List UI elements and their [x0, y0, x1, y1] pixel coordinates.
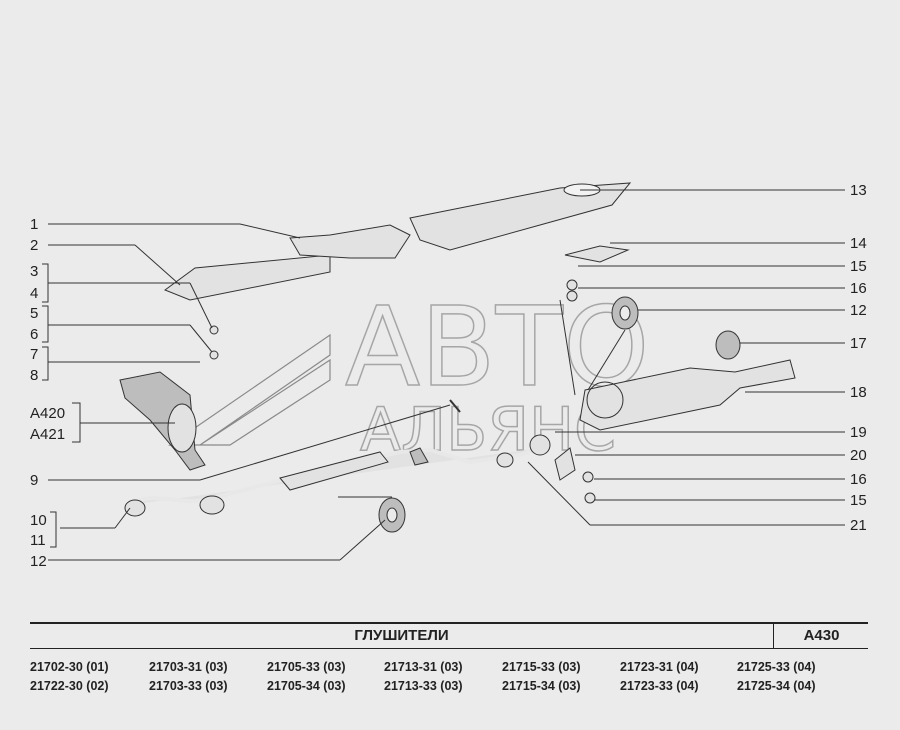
- model-column: 21703-31 (03) 21703-33 (03): [149, 658, 228, 696]
- heat-shields: [163, 182, 632, 301]
- middle-resonator: [279, 451, 389, 491]
- clamp-20: [409, 447, 429, 466]
- callout-a421: A421: [30, 426, 65, 443]
- callout-15-lower: 15: [850, 492, 867, 509]
- callout-15-upper: 15: [850, 258, 867, 275]
- callout-16-lower: 16: [850, 471, 867, 488]
- exhaust-manifold: [119, 325, 219, 471]
- model-code: 21715-34 (03): [502, 679, 581, 693]
- rubber-mount-17: [715, 330, 741, 360]
- model-column: 21713-31 (03) 21713-33 (03): [384, 658, 463, 696]
- sheet-code: A430: [803, 627, 840, 644]
- muffler-strap: [586, 381, 624, 419]
- callout-9: 9: [30, 472, 38, 489]
- model-column: 21705-33 (03) 21705-34 (03): [267, 658, 346, 696]
- model-code: 21703-33 (03): [149, 679, 228, 693]
- model-column: 21725-33 (04) 21725-34 (04): [737, 658, 816, 696]
- callout-5: 5: [30, 305, 38, 322]
- model-column: 21715-33 (03) 21715-34 (03): [502, 658, 581, 696]
- callout-10: 10: [30, 512, 47, 529]
- callout-1: 1: [30, 216, 38, 233]
- model-code: 21725-34 (04): [737, 679, 816, 693]
- callout-8: 8: [30, 367, 38, 384]
- front-pipe-inner: [128, 446, 541, 507]
- title-divider: [773, 624, 774, 648]
- rubber-mount-12-lower-hole: [386, 507, 398, 523]
- nut-5-6: [209, 350, 219, 360]
- exhaust-pipes: [124, 446, 541, 517]
- callout-20: 20: [850, 447, 867, 464]
- rear-muffler: [529, 359, 796, 481]
- bolt-9: [449, 399, 461, 413]
- clamp-20-rear: [554, 447, 576, 481]
- model-code: 21723-33 (04): [620, 679, 699, 693]
- callout-6: 6: [30, 326, 38, 343]
- callout-16-upper: 16: [850, 280, 867, 297]
- callout-12-lower: 12: [30, 553, 47, 570]
- section-title: ГЛУШИТЕЛИ: [354, 627, 449, 644]
- heat-shield-bracket: [289, 224, 411, 259]
- catalytic-converter: [167, 403, 197, 453]
- model-code: 21702-30 (01): [30, 660, 109, 674]
- model-code: 21723-31 (04): [620, 660, 699, 674]
- model-code: 21725-33 (04): [737, 660, 816, 674]
- model-code: 21713-33 (03): [384, 679, 463, 693]
- callout-11: 11: [30, 532, 46, 549]
- front-resonator: [199, 495, 225, 515]
- seal-ring: [496, 452, 514, 468]
- exhaust-parts-diagram: АВТО АЛЬЯНС: [30, 182, 867, 570]
- callout-17: 17: [850, 335, 867, 352]
- watermark: АВТО АЛЬЯНС: [168, 282, 650, 466]
- callout-7: 7: [30, 346, 38, 363]
- mount-plate: [564, 245, 630, 263]
- callout-12-upper: 12: [850, 302, 867, 319]
- rear-heat-shield: [409, 182, 632, 251]
- footer-title-row: ГЛУШИТЕЛИ A430: [30, 622, 868, 649]
- callout-2: 2: [30, 237, 38, 254]
- model-code: 21715-33 (03): [502, 660, 581, 674]
- muffler-clamp-19: [529, 434, 551, 456]
- callout-3: 3: [30, 263, 38, 280]
- callout-4: 4: [30, 285, 38, 302]
- callout-13: 13: [850, 182, 867, 199]
- callout-a420: A420: [30, 405, 65, 422]
- flange-10-11: [124, 499, 146, 517]
- muffler-body: [579, 359, 796, 431]
- model-code: 21705-33 (03): [267, 660, 346, 674]
- model-code: 21705-34 (03): [267, 679, 346, 693]
- front-heat-shield: [163, 254, 331, 301]
- callout-14: 14: [850, 235, 867, 252]
- washer-16-lower: [582, 471, 594, 483]
- nut-15-lower: [584, 492, 596, 504]
- rubber-mounts: [378, 279, 741, 533]
- callout-labels: 1 2 3 4 5 6 7 8 9 10 11 12 A420 A421 13 …: [30, 182, 867, 570]
- model-column: 21723-31 (04) 21723-33 (04): [620, 658, 699, 696]
- callout-brackets: [42, 263, 81, 548]
- callout-18: 18: [850, 384, 867, 401]
- leader-lines: [48, 189, 845, 561]
- model-code: 21713-31 (03): [384, 660, 463, 674]
- callout-19: 19: [850, 424, 867, 441]
- model-code: 21722-30 (02): [30, 679, 109, 693]
- nut-15: [566, 279, 578, 291]
- callout-21: 21: [850, 517, 867, 534]
- washer-16: [566, 290, 578, 302]
- rubber-mount-12-upper-hole: [619, 305, 631, 321]
- model-column: 21702-30 (01) 21722-30 (02): [30, 658, 109, 696]
- model-code: 21703-31 (03): [149, 660, 228, 674]
